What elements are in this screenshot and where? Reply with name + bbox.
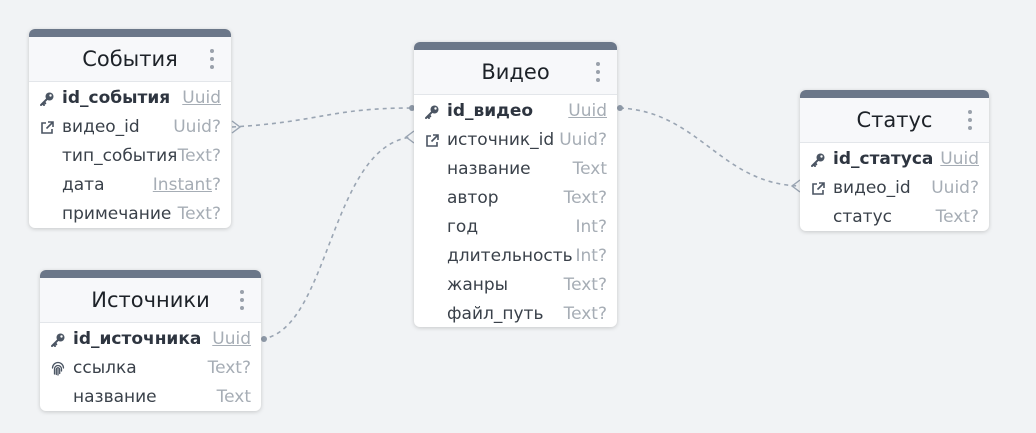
table-header-bar <box>29 29 231 37</box>
field-row[interactable]: id_видео Uuid <box>414 97 617 126</box>
crowfoot-marker <box>231 120 242 134</box>
kebab-menu-icon[interactable] <box>965 110 975 130</box>
field-type: Uuid? <box>173 117 221 137</box>
table-title: События <box>82 47 178 71</box>
field-row[interactable]: id_статуса Uuid <box>800 145 989 174</box>
field-name: название <box>73 387 157 407</box>
crowfoot-marker <box>404 130 415 144</box>
link-dot <box>617 105 623 111</box>
field-name: название <box>447 159 531 179</box>
field-type: Uuid <box>940 149 979 169</box>
field-row[interactable]: файл_путь Text? <box>414 300 617 327</box>
table-video[interactable]: Видео id_видео Uuid источник_id Uuid? на… <box>414 42 617 327</box>
field-name: источник_id <box>447 130 555 150</box>
link-video-status <box>619 107 801 187</box>
field-row[interactable]: примечание Text? <box>29 200 231 228</box>
kebab-menu-icon[interactable] <box>593 62 603 82</box>
field-name: ссылка <box>73 358 137 378</box>
field-name: id_события <box>62 88 171 108</box>
field-type: Instant? <box>153 171 221 200</box>
table-title: Видео <box>481 60 550 84</box>
field-name: видео_id <box>62 117 140 137</box>
link-events-video <box>231 107 413 128</box>
field-row[interactable]: название Text <box>414 155 617 184</box>
table-header-bar <box>414 42 617 50</box>
field-type: Text? <box>177 204 221 224</box>
link-dot <box>261 336 267 342</box>
field-name: файл_путь <box>447 304 544 324</box>
field-type: Uuid? <box>931 178 979 198</box>
field-name: id_статуса <box>833 149 934 169</box>
crowfoot-marker <box>790 179 801 193</box>
field-type-base: Instant <box>152 175 212 195</box>
field-row[interactable]: статус Text? <box>800 203 989 231</box>
table-header-bar <box>40 270 261 278</box>
field-name: длительность <box>447 246 573 266</box>
field-row[interactable]: название Text <box>40 383 261 411</box>
link-sources-video <box>261 136 413 340</box>
field-type: Uuid? <box>559 130 607 150</box>
table-header[interactable]: Источники <box>40 278 261 323</box>
field-type: Text <box>572 159 607 179</box>
table-events[interactable]: События id_события Uuid видео_id Uuid? т… <box>29 29 231 228</box>
table-header[interactable]: События <box>29 37 231 82</box>
field-type: Text? <box>207 358 251 378</box>
key-icon <box>51 333 65 347</box>
field-row[interactable]: дата Instant? <box>29 171 231 200</box>
field-type: Text? <box>563 304 607 324</box>
field-name: статус <box>833 207 892 227</box>
table-sources[interactable]: Источники id_источника Uuid ссылка Text?… <box>40 270 261 411</box>
field-name: жанры <box>447 275 509 295</box>
field-row[interactable]: длительность Int? <box>414 242 617 271</box>
field-type: Uuid <box>212 329 251 349</box>
field-row[interactable]: источник_id Uuid? <box>414 126 617 155</box>
key-icon <box>811 153 825 167</box>
foreign-key-icon <box>812 182 825 195</box>
kebab-menu-icon[interactable] <box>207 49 217 69</box>
field-type-nullable: ? <box>211 175 221 195</box>
table-header-bar <box>800 90 989 98</box>
field-name: тип_события <box>62 146 178 166</box>
field-name: видео_id <box>833 178 911 198</box>
key-icon <box>425 105 439 119</box>
field-type: Int? <box>575 246 607 266</box>
field-row[interactable]: id_источника Uuid <box>40 325 261 354</box>
field-name: год <box>447 217 479 237</box>
field-type: Text? <box>935 207 979 227</box>
field-type: Uuid <box>182 88 221 108</box>
table-status[interactable]: Статус id_статуса Uuid видео_id Uuid? ст… <box>800 90 989 231</box>
foreign-key-icon <box>426 134 439 147</box>
field-row[interactable]: id_события Uuid <box>29 84 231 113</box>
field-row[interactable]: автор Text? <box>414 184 617 213</box>
field-row[interactable]: тип_события Text? <box>29 142 231 171</box>
field-type: Text? <box>563 275 607 295</box>
field-name: id_источника <box>73 329 202 349</box>
field-type: Text? <box>177 146 221 166</box>
table-title: Статус <box>856 108 933 132</box>
field-name: автор <box>447 188 499 208</box>
table-header[interactable]: Статус <box>800 98 989 143</box>
foreign-key-icon <box>41 121 54 134</box>
table-title: Источники <box>91 288 210 312</box>
kebab-menu-icon[interactable] <box>237 290 247 310</box>
field-row[interactable]: жанры Text? <box>414 271 617 300</box>
field-name: примечание <box>62 204 172 224</box>
field-type: Uuid <box>568 101 607 121</box>
key-icon <box>40 92 54 106</box>
field-type: Text? <box>563 188 607 208</box>
field-type: Text <box>216 387 251 407</box>
field-row[interactable]: ссылка Text? <box>40 354 261 383</box>
table-header[interactable]: Видео <box>414 50 617 95</box>
field-row[interactable]: видео_id Uuid? <box>29 113 231 142</box>
field-type: Int? <box>575 217 607 237</box>
field-name: дата <box>62 175 105 195</box>
field-name: id_видео <box>447 101 534 121</box>
fingerprint-icon <box>51 361 65 376</box>
field-row[interactable]: видео_id Uuid? <box>800 174 989 203</box>
field-row[interactable]: год Int? <box>414 213 617 242</box>
